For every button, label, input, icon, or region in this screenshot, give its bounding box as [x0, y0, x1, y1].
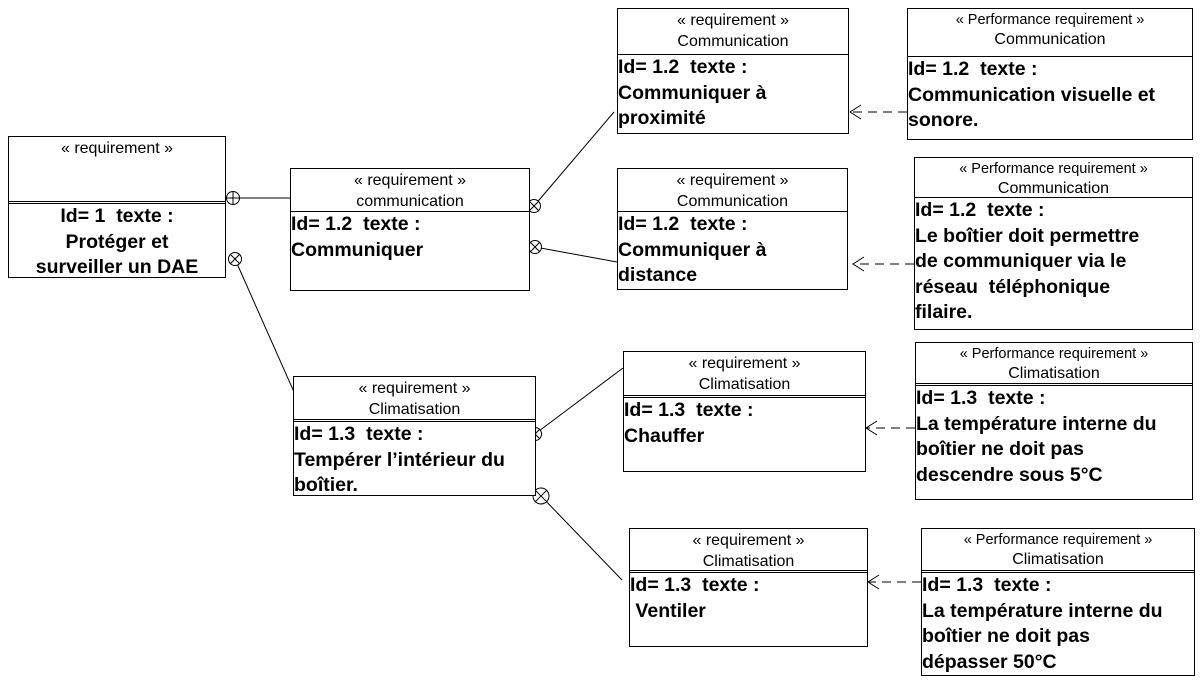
performance-1-3-max-temp-header: « Performance requirement » Climatisatio…: [922, 529, 1194, 573]
requirement-1-3-box[interactable]: « requirement » Climatisation Id= 1.3 te…: [293, 376, 536, 496]
performance-1-2-network-box[interactable]: « Performance requirement » Communicatio…: [914, 157, 1193, 330]
containment-circle-2: [228, 252, 242, 266]
requirement-name: Climatisation: [702, 553, 795, 570]
performance-1-2-visual-box[interactable]: « Performance requirement » Communicatio…: [907, 8, 1193, 140]
requirement-1-3-header: « requirement » Climatisation: [294, 377, 535, 422]
requirement-1-3-ventiler-header: « requirement » Climatisation: [630, 529, 867, 573]
stereotype-label: « Performance requirement »: [963, 532, 1153, 548]
stereotype-label: « requirement »: [676, 172, 789, 189]
requirement-name: Communication: [676, 193, 789, 210]
requirement-1-3-text: Id= 1.3 texte : Tempérer l’intérieur du …: [294, 423, 505, 496]
requirement-1-2-proximite-box[interactable]: « requirement » Communication Id= 1.2 te…: [617, 8, 849, 134]
requirement-name: Communication: [994, 31, 1106, 48]
performance-1-3-min-temp-text: Id= 1.3 texte : La température interne d…: [916, 387, 1157, 486]
requirement-1-2-distance-text: Id= 1.2 texte : Communiquer à distance: [618, 213, 767, 286]
arrowhead-12b: [852, 256, 865, 272]
stereotype-label: « requirement »: [692, 532, 805, 549]
requirement-1-2-proximite-text: Id= 1.2 texte : Communiquer à proximité: [618, 56, 767, 129]
stereotype-label: « requirement »: [676, 12, 790, 29]
requirement-name: Climatisation: [1012, 551, 1104, 568]
performance-1-3-min-temp-header: « Performance requirement » Climatisatio…: [916, 343, 1192, 386]
stereotype-label: « requirement »: [60, 140, 174, 157]
requirement-name: Communication: [677, 33, 789, 50]
containment-circle-6: [532, 487, 550, 505]
requirement-1-2-box[interactable]: « requirement » communication Id= 1.2 te…: [290, 168, 530, 291]
requirement-1-3-chauffer-box[interactable]: « requirement » Climatisation Id= 1.3 te…: [623, 351, 866, 472]
requirement-1-2-distance-header: « requirement » Communication: [618, 169, 847, 212]
containment-line-1-13: [234, 258, 295, 393]
stereotype-label: « Performance requirement »: [959, 161, 1148, 177]
requirement-1-3-chauffer-text: Id= 1.3 texte : Chauffer: [624, 399, 754, 447]
requirement-name: communication: [356, 193, 464, 210]
requirement-1-box[interactable]: « requirement » Id= 1 texte : Protéger e…: [8, 136, 226, 278]
stereotype-label: « requirement »: [358, 380, 471, 397]
containment-line-12-12b: [534, 246, 618, 263]
performance-1-2-visual-header: « Performance requirement » Communicatio…: [908, 9, 1192, 57]
containment-line-13-13b: [540, 495, 623, 581]
requirement-1-header: « requirement »: [9, 137, 225, 204]
performance-1-3-max-temp-box[interactable]: « Performance requirement » Climatisatio…: [921, 528, 1195, 676]
containment-line-12-12a: [533, 111, 615, 207]
performance-1-2-network-text: Id= 1.2 texte : Le boîtier doit permettr…: [915, 199, 1140, 323]
requirement-1-2-distance-box[interactable]: « requirement » Communication Id= 1.2 te…: [617, 168, 848, 290]
requirement-1-2-header: « requirement » communication: [291, 169, 529, 212]
requirement-name: Communication: [997, 180, 1110, 197]
arrowhead-13b: [867, 574, 880, 590]
performance-1-3-max-temp-text: Id= 1.3 texte : La température interne d…: [922, 574, 1163, 673]
performance-1-3-min-temp-box[interactable]: « Performance requirement » Climatisatio…: [915, 342, 1193, 500]
performance-1-2-visual-text: Id= 1.2 texte : Communication visuelle e…: [908, 58, 1156, 131]
containment-circle-1: [226, 191, 240, 205]
stereotype-label: « requirement »: [688, 355, 801, 372]
requirement-name: Climatisation: [368, 401, 461, 418]
arrowhead-13a: [865, 420, 878, 436]
arrowhead-12a: [849, 104, 862, 120]
requirement-1-3-ventiler-text: Id= 1.3 texte : Ventiler: [630, 574, 760, 622]
requirement-1-3-chauffer-header: « requirement » Climatisation: [624, 352, 865, 398]
requirement-1-text: Id= 1 texte : Protéger et surveiller un …: [35, 205, 199, 278]
stereotype-label: « requirement »: [353, 172, 467, 189]
performance-1-2-network-header: « Performance requirement » Communicatio…: [915, 158, 1192, 198]
requirement-1-2-text: Id= 1.2 texte : Communiquer: [291, 213, 424, 261]
requirement-name: Climatisation: [1008, 365, 1100, 382]
containment-circle-4: [528, 240, 542, 254]
requirement-1-2-proximite-header: « requirement » Communication: [618, 9, 848, 55]
stereotype-label: « Performance requirement »: [955, 12, 1145, 28]
stereotype-label: « Performance requirement »: [959, 346, 1149, 362]
requirement-1-3-ventiler-box[interactable]: « requirement » Climatisation Id= 1.3 te…: [629, 528, 868, 647]
containment-line-13-13a: [534, 367, 624, 435]
requirement-name: Climatisation: [698, 376, 791, 393]
containment-circle-3: [527, 199, 541, 213]
